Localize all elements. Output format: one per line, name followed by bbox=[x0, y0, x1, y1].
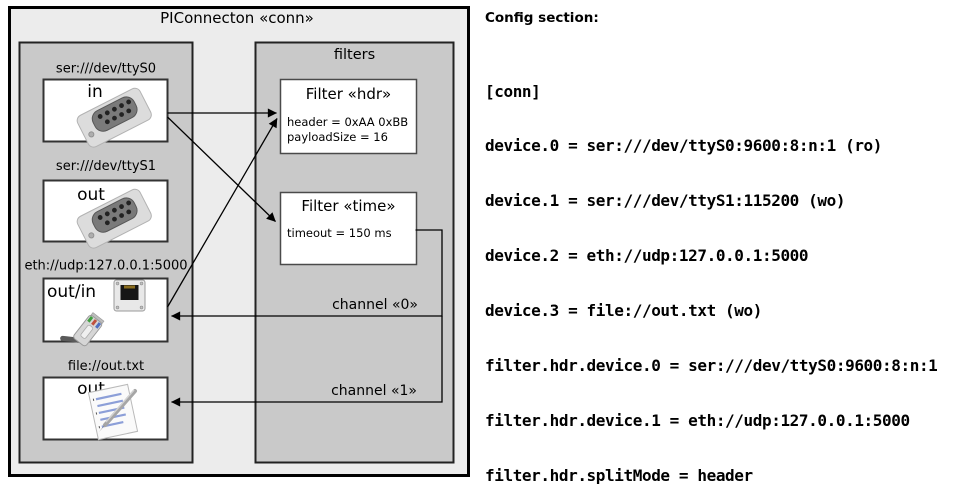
config-line: device.3 = file://out.txt (wo) bbox=[485, 301, 762, 321]
config-heading: Config section: bbox=[485, 10, 599, 26]
config-panel: Config section: [conn] device.0 = ser://… bbox=[485, 10, 963, 484]
config-line: device.1 = ser:///dev/ttyS1:115200 (wo) bbox=[485, 191, 846, 211]
device-port-label: out bbox=[77, 185, 105, 205]
filter-title: Filter «hdr» bbox=[306, 85, 391, 103]
filter-box-time bbox=[279, 191, 418, 266]
channel-0-label: channel «0» bbox=[332, 297, 418, 313]
device-port-label: in bbox=[87, 82, 103, 102]
device-box-eth bbox=[42, 277, 169, 343]
config-line: filter.hdr.splitMode = header bbox=[485, 465, 753, 484]
filter-title: Filter «time» bbox=[301, 197, 395, 215]
connection-ttyS0-to-filter-time bbox=[167, 116, 276, 222]
config-line: filter.hdr.device.0 = ser:///dev/ttyS0:9… bbox=[485, 356, 938, 376]
device-address-label: eth://udp:127.0.0.1:5000 bbox=[24, 259, 187, 274]
config-lines: [conn] device.0 = ser:///dev/ttyS0:9600:… bbox=[485, 46, 963, 484]
connector-diagram: PIConnecton «conn» filters ser:///dev/tt… bbox=[8, 6, 470, 477]
connection-eth-to-filter-hdr bbox=[166, 118, 278, 308]
device-address-label: ser:///dev/ttyS1 bbox=[56, 159, 156, 174]
config-line: device.0 = ser:///dev/ttyS0:9600:8:n:1 (… bbox=[485, 136, 883, 156]
channel-1-line bbox=[171, 316, 443, 407]
diagram-title: PIConnecton «conn» bbox=[160, 9, 314, 27]
config-line: device.2 = eth://udp:127.0.0.1:5000 bbox=[485, 246, 809, 266]
config-line: filter.hdr.device.1 = eth://udp:127.0.0.… bbox=[485, 410, 910, 430]
device-address-label: ser:///dev/ttyS0 bbox=[56, 62, 156, 77]
filter-attribute: header = 0xAA 0xBB bbox=[287, 115, 408, 129]
filters-panel-title: filters bbox=[334, 47, 375, 63]
device-port-label: out/in bbox=[47, 282, 96, 302]
filter-box-hdr bbox=[279, 78, 418, 155]
config-line: [conn] bbox=[485, 81, 541, 101]
filter-attribute: payloadSize = 16 bbox=[287, 130, 388, 144]
channel-1-label: channel «1» bbox=[331, 383, 417, 399]
filter-attribute: timeout = 150 ms bbox=[287, 226, 392, 240]
channel-0-line bbox=[171, 229, 443, 321]
device-address-label: file://out.txt bbox=[68, 359, 144, 374]
